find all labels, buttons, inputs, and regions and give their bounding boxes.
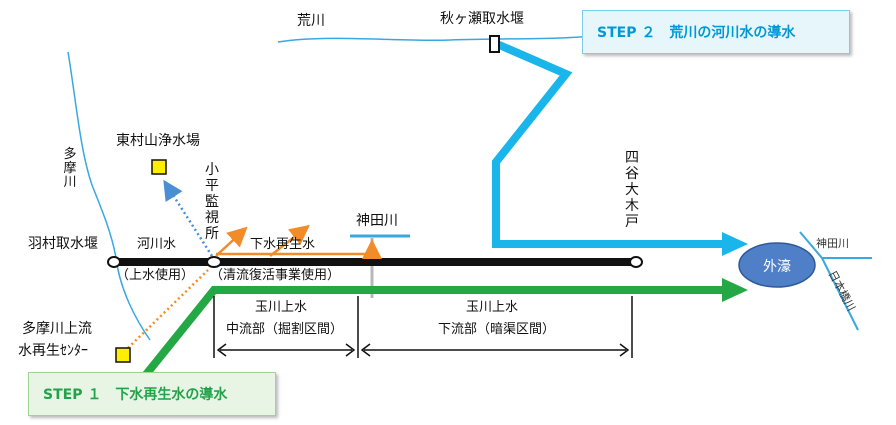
hamura-weir-marker [107,256,121,268]
water-supply-use-label: （上水使用） [116,268,195,283]
sotobori-label: 外濠 [763,259,791,275]
yotsuya-end-marker [629,256,643,268]
step2-label: STEP ２ 荒川の河川水の導水 [597,25,796,41]
tamagawa-label: 多摩川 [63,147,77,190]
purification-dotted-arrow [163,179,214,257]
middle-section-dimension [216,343,356,357]
step1-label: STEP １ 下水再生水の導水 [43,387,228,403]
kodaira-office-label: 小平監視所 [205,162,219,242]
step1-box: STEP １ 下水再生水の導水 [28,372,276,416]
tamagawa-upstream-center-label-line2: 水再生ｾﾝﾀｰ [18,343,88,359]
step2-route [492,40,724,248]
step2-arrowhead [722,232,748,256]
akigase-weir-marker [489,35,500,53]
lower-section-subtitle: 下流部（暗渠区間） [438,322,556,337]
tamagawa-upstream-center-label-line1: 多摩川上流 [22,321,92,337]
reclaimed-arrow-2 [269,224,310,257]
hamura-weir-label: 羽村取水堰 [28,236,98,252]
step1-arrowhead [722,278,748,302]
step2-box: STEP ２ 荒川の河川水の導水 [582,10,850,54]
yotsuya-okido-label: 四谷大木戸 [625,150,639,230]
sotobori-moat [738,242,816,288]
step1-route [136,286,724,385]
arakawa-label: 荒川 [297,13,325,29]
lower-section-dimension [360,343,630,357]
higashimurayama-label: 東村山浄水場 [116,133,200,149]
kandagawa-right-label: 神田川 [816,237,849,250]
reclaimed-supply-dotted [127,269,209,349]
kandagawa-center-label: 神田川 [356,213,398,229]
reclaimed-water-label: 下水再生水 [250,237,316,252]
clean-stream-use-label: （清流復活事業使用） [210,268,341,283]
lower-section-title: 玉川上水 [466,300,519,315]
middle-section-subtitle: 中流部（掘割区間） [226,322,344,337]
tamagawa-upstream-center-marker [115,347,131,363]
higashimurayama-plant-marker [151,159,167,175]
tamagawa-river [67,51,151,341]
akigase-weir-label: 秋ヶ瀬取水堰 [440,11,524,27]
reclaimed-arrow-1 [215,226,248,257]
kodaira-point-marker [206,256,222,268]
river-water-label: 河川水 [137,237,177,252]
nihonbashigawa-river [821,257,859,331]
middle-section-title: 玉川上水 [255,300,308,315]
